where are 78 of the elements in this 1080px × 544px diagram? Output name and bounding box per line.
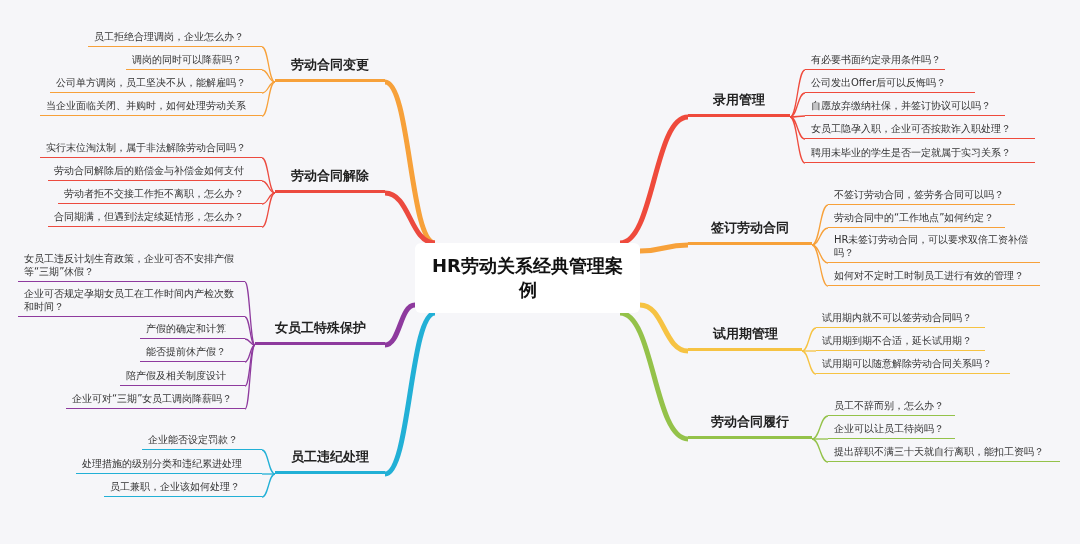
topic-label: 签订劳动合同 (688, 221, 812, 245)
branch-connector (261, 473, 276, 475)
branch-connector (789, 116, 806, 164)
question-label: 产假的确定和计算 (140, 319, 245, 339)
question-label: 试用期到期不合适，延长试用期？ (816, 331, 985, 351)
branch-connector (801, 327, 817, 352)
branch-connector (639, 242, 689, 254)
branch-connector (244, 338, 256, 346)
branch-connector (789, 92, 806, 118)
branch-connector (383, 310, 437, 477)
question-label: 如何对不定时工时制员工进行有效的管理？ (828, 266, 1040, 286)
topic-label: 试用期管理 (688, 327, 802, 351)
branch-connector (261, 192, 276, 228)
question-label: 当企业面临关闭、并购时，如何处理劳动关系 (40, 96, 262, 116)
branch-connector (811, 244, 829, 264)
question-label: 试用期可以随意解除劳动合同关系吗？ (816, 354, 1010, 374)
question-label: 员工兼职，企业该如何处理？ (104, 477, 262, 497)
question-label: 劳动合同解除后的赔偿金与补偿金如何支付 (48, 161, 262, 181)
branch-connector (801, 350, 817, 375)
branch-connector (261, 46, 276, 83)
question-label: 女员工隐孕入职，企业可否按欺诈入职处理？ (805, 119, 1035, 139)
branch-connector (384, 190, 436, 246)
branch-connector (244, 344, 256, 363)
topic-label: 劳动合同变更 (275, 58, 385, 82)
branch-connector (261, 473, 276, 498)
branch-connector (384, 302, 416, 348)
branch-connector (261, 81, 276, 117)
branch-connector (261, 192, 276, 205)
topic-label: 劳动合同解除 (275, 169, 385, 193)
branch-connector (811, 227, 829, 246)
question-label: 企业可对“三期”女员工调岗降薪吗？ (66, 389, 245, 409)
central-topic: HR劳动关系经典管理案例 (415, 243, 640, 313)
question-label: 企业能否设定罚款？ (142, 430, 262, 450)
question-label: 不签订劳动合同，签劳务合同可以吗？ (828, 185, 1015, 205)
branch-connector (244, 344, 256, 387)
question-label: 企业可否规定孕期女员工在工作时间内产检次数和时间？ (18, 285, 245, 317)
question-label: 公司发出Offer后可以反悔吗？ (805, 73, 975, 93)
question-label: 员工拒绝合理调岗，企业怎么办？ (88, 27, 262, 47)
branch-connector (801, 350, 817, 352)
question-label: 能否提前休产假？ (140, 342, 245, 362)
question-label: HR未签订劳动合同，可以要求双倍工资补偿吗？ (828, 231, 1040, 263)
branch-connector (789, 116, 806, 140)
question-label: 试用期内就不可以签劳动合同吗？ (816, 308, 985, 328)
question-label: 劳动者拒不交接工作拒不离职，怎么办？ (58, 184, 262, 204)
question-label: 公司单方调岗，员工坚决不从，能解雇吗？ (50, 73, 262, 93)
branch-connector (261, 449, 276, 475)
question-label: 处理措施的级别分类和违纪累进处理 (76, 454, 262, 474)
branch-connector (811, 415, 829, 440)
question-label: 劳动合同中的“工作地点”如何约定？ (828, 208, 1005, 228)
question-label: 有必要书面约定录用条件吗？ (805, 50, 945, 70)
branch-connector (619, 114, 689, 246)
question-label: 合同期满，但遇到法定续延情形，怎么办？ (48, 207, 262, 227)
branch-connector (789, 69, 806, 118)
branch-connector (244, 344, 256, 410)
question-label: 聘用未毕业的学生是否一定就属于实习关系？ (805, 143, 1035, 163)
branch-connector (619, 310, 689, 442)
topic-label: 劳动合同履行 (688, 415, 812, 439)
branch-connector (261, 69, 276, 83)
branch-connector (811, 204, 829, 246)
branch-connector (789, 115, 806, 118)
topic-label: 女员工特殊保护 (255, 321, 385, 345)
question-label: 企业可以让员工待岗吗？ (828, 419, 955, 439)
question-label: 实行末位淘汰制，属于非法解除劳动合同吗？ (40, 138, 262, 158)
branch-connector (261, 157, 276, 194)
branch-connector (244, 316, 256, 346)
question-label: 陪产假及相关制度设计 (120, 366, 245, 386)
question-label: 提出辞职不满三十天就自行离职，能扣工资吗？ (828, 442, 1060, 462)
topic-label: 员工违纪处理 (275, 450, 385, 474)
topic-label: 录用管理 (688, 93, 790, 117)
branch-connector (811, 438, 829, 440)
branch-connector (261, 180, 276, 194)
question-label: 调岗的同时可以降薪吗？ (126, 50, 262, 70)
question-label: 自愿放弃缴纳社保，并签订协议可以吗？ (805, 96, 1005, 116)
branch-connector (811, 244, 829, 287)
question-label: 员工不辞而别，怎么办？ (828, 396, 955, 416)
branch-connector (261, 81, 276, 94)
question-label: 女员工违反计划生育政策，企业可否不安排产假等“三期”休假？ (18, 250, 245, 282)
branch-connector (811, 438, 829, 463)
